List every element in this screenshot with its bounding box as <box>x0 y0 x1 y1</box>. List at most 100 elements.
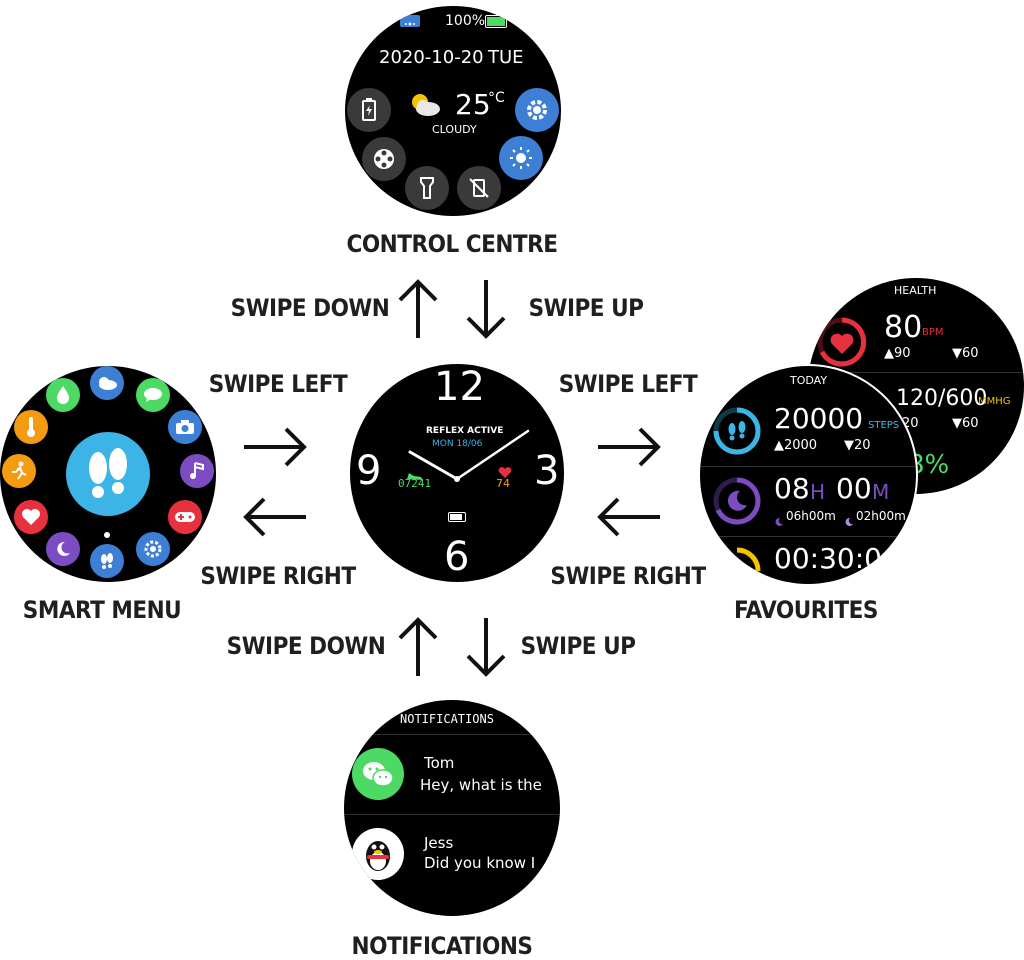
today-steps-down: ▼20 <box>844 438 871 453</box>
cc-weather: CLOUDY <box>432 123 477 136</box>
clock-hands <box>408 429 530 482</box>
swipe-down-bottom-label: SWIPE DOWN <box>226 632 386 660</box>
today-divider-1 <box>700 466 916 467</box>
notifications-title: NOTIFICATIONS <box>400 712 494 726</box>
watch-date: MON 18/06 <box>432 439 483 449</box>
arrow-down-icon <box>466 280 506 339</box>
timer-ring-icon <box>710 544 764 584</box>
today-steps-unit: STEPS <box>868 420 900 431</box>
arrow-right-icon <box>598 427 661 467</box>
arrow-right-icon <box>244 427 307 467</box>
watch-brand: REFLEX ACTIVE <box>426 426 504 436</box>
numeral-3: 3 <box>534 448 560 494</box>
cc-temp-unit: °C <box>488 90 505 106</box>
watch-battery-icon <box>448 512 466 522</box>
smart-menu-face <box>0 366 216 582</box>
swipe-right-left-label: SWIPE RIGHT <box>200 562 356 590</box>
sleep-ring-icon <box>710 474 764 532</box>
steps-ring-icon <box>710 404 764 462</box>
arrow-left-icon <box>243 497 306 537</box>
arrow-down-icon <box>466 618 506 677</box>
notification-sender: Jess <box>424 834 454 852</box>
qq-penguin-icon <box>352 828 404 880</box>
arrow-up-icon <box>398 617 438 676</box>
today-steps: 20000 <box>774 402 864 435</box>
heart-icon[interactable] <box>14 500 48 534</box>
notification-message: Hey, what is the <box>420 776 542 794</box>
swipe-up-bottom-label: SWIPE UP <box>520 632 636 660</box>
health-bpm: 80 <box>884 310 923 345</box>
notification-sender: Tom <box>424 754 455 772</box>
music-icon[interactable] <box>180 454 214 488</box>
running-icon[interactable] <box>2 454 36 488</box>
today-steps-up: ▲2000 <box>774 438 818 453</box>
health-bpm-unit: BPM <box>922 327 944 338</box>
message-icon[interactable] <box>136 378 170 412</box>
watch-steps: 07241 <box>398 477 432 490</box>
notifications-face: NOTIFICATIONS Tom Hey, what is the Jess … <box>344 700 560 916</box>
swipe-right-right-label: SWIPE RIGHT <box>550 562 706 590</box>
bluetooth-icon <box>400 15 420 27</box>
today-timer: 00:30:0 <box>774 542 882 575</box>
health-bp: 120/600 <box>896 386 988 411</box>
notifications-divider-top <box>344 734 560 735</box>
health-bpm-min: ▼60 <box>952 346 979 361</box>
steps-center-icon[interactable] <box>66 432 150 516</box>
health-bp-min: ▼60 <box>952 416 979 431</box>
sleep-icon[interactable] <box>46 532 80 566</box>
page-indicator-dot <box>104 532 110 538</box>
health-divider <box>808 372 1024 373</box>
favourites-label: FAVOURITES <box>734 596 878 624</box>
swipe-up-top-label: SWIPE UP <box>528 294 644 322</box>
heart-ring-icon <box>814 314 870 374</box>
cloudy-weather-icon <box>408 92 442 122</box>
today-sleep-m: 00 <box>836 472 872 505</box>
game-controller-icon[interactable] <box>168 500 202 534</box>
light-sleep-icon <box>844 512 854 531</box>
cc-date: 2020-10-20 <box>379 47 484 68</box>
numeral-12: 12 <box>434 364 485 410</box>
settings-gear-button[interactable] <box>515 88 559 132</box>
watch-face: 12 3 6 9 REFLEX ACTIVE MON 18/06 07241 7… <box>350 364 564 582</box>
wechat-icon <box>352 748 404 800</box>
today-sleep-h: 08 <box>774 472 810 505</box>
arrow-up-icon <box>398 279 438 338</box>
battery-saver-button[interactable] <box>347 88 391 132</box>
control-centre-face: 100% 2020-10-20 TUE 25 °C CLOUDY <box>345 6 561 216</box>
swipe-down-top-label: SWIPE DOWN <box>230 294 390 322</box>
swipe-left-right-label: SWIPE LEFT <box>558 370 698 398</box>
numeral-6: 6 <box>444 534 470 580</box>
cc-temp: 25 <box>455 88 491 121</box>
numeral-9: 9 <box>356 448 382 494</box>
weather-icon[interactable] <box>90 366 124 400</box>
today-light-sleep: 02h00m <box>856 509 906 523</box>
battery-percent: 100% <box>445 13 486 29</box>
deep-sleep-icon <box>774 512 784 531</box>
today-face: TODAY 20000 STEPS ▲2000 ▼20 08 H 00 M 06… <box>698 364 918 586</box>
notifications-label: NOTIFICATIONS <box>351 932 533 960</box>
today-divider-2 <box>700 536 916 537</box>
brightness-button[interactable] <box>499 136 543 180</box>
flashlight-button[interactable] <box>405 166 449 210</box>
humidity-icon[interactable] <box>46 378 80 412</box>
camera-icon[interactable] <box>168 410 202 444</box>
health-bpm-max: ▲90 <box>884 346 911 361</box>
notification-message: Did you know I <box>424 854 536 872</box>
today-title: TODAY <box>790 374 828 387</box>
watch-heart-rate: 74 <box>496 477 510 490</box>
health-bp-unit: MMHG <box>978 396 1011 407</box>
shoe-icon <box>406 466 424 485</box>
steps-small-icon[interactable] <box>90 544 124 578</box>
cc-day: TUE <box>488 47 524 68</box>
thermometer-icon[interactable] <box>14 410 48 444</box>
settings-icon[interactable] <box>136 532 170 566</box>
swipe-left-left-label: SWIPE LEFT <box>208 370 348 398</box>
health-title: HEALTH <box>894 284 937 297</box>
control-centre-label: CONTROL CENTRE <box>346 230 558 258</box>
vibrate-off-button[interactable] <box>457 166 501 210</box>
today-deep-sleep: 06h00m <box>786 509 836 523</box>
today-sleep-h-unit: H <box>810 480 826 504</box>
film-reel-button[interactable] <box>362 137 406 181</box>
notifications-divider <box>344 814 560 815</box>
arrow-left-icon <box>597 497 660 537</box>
